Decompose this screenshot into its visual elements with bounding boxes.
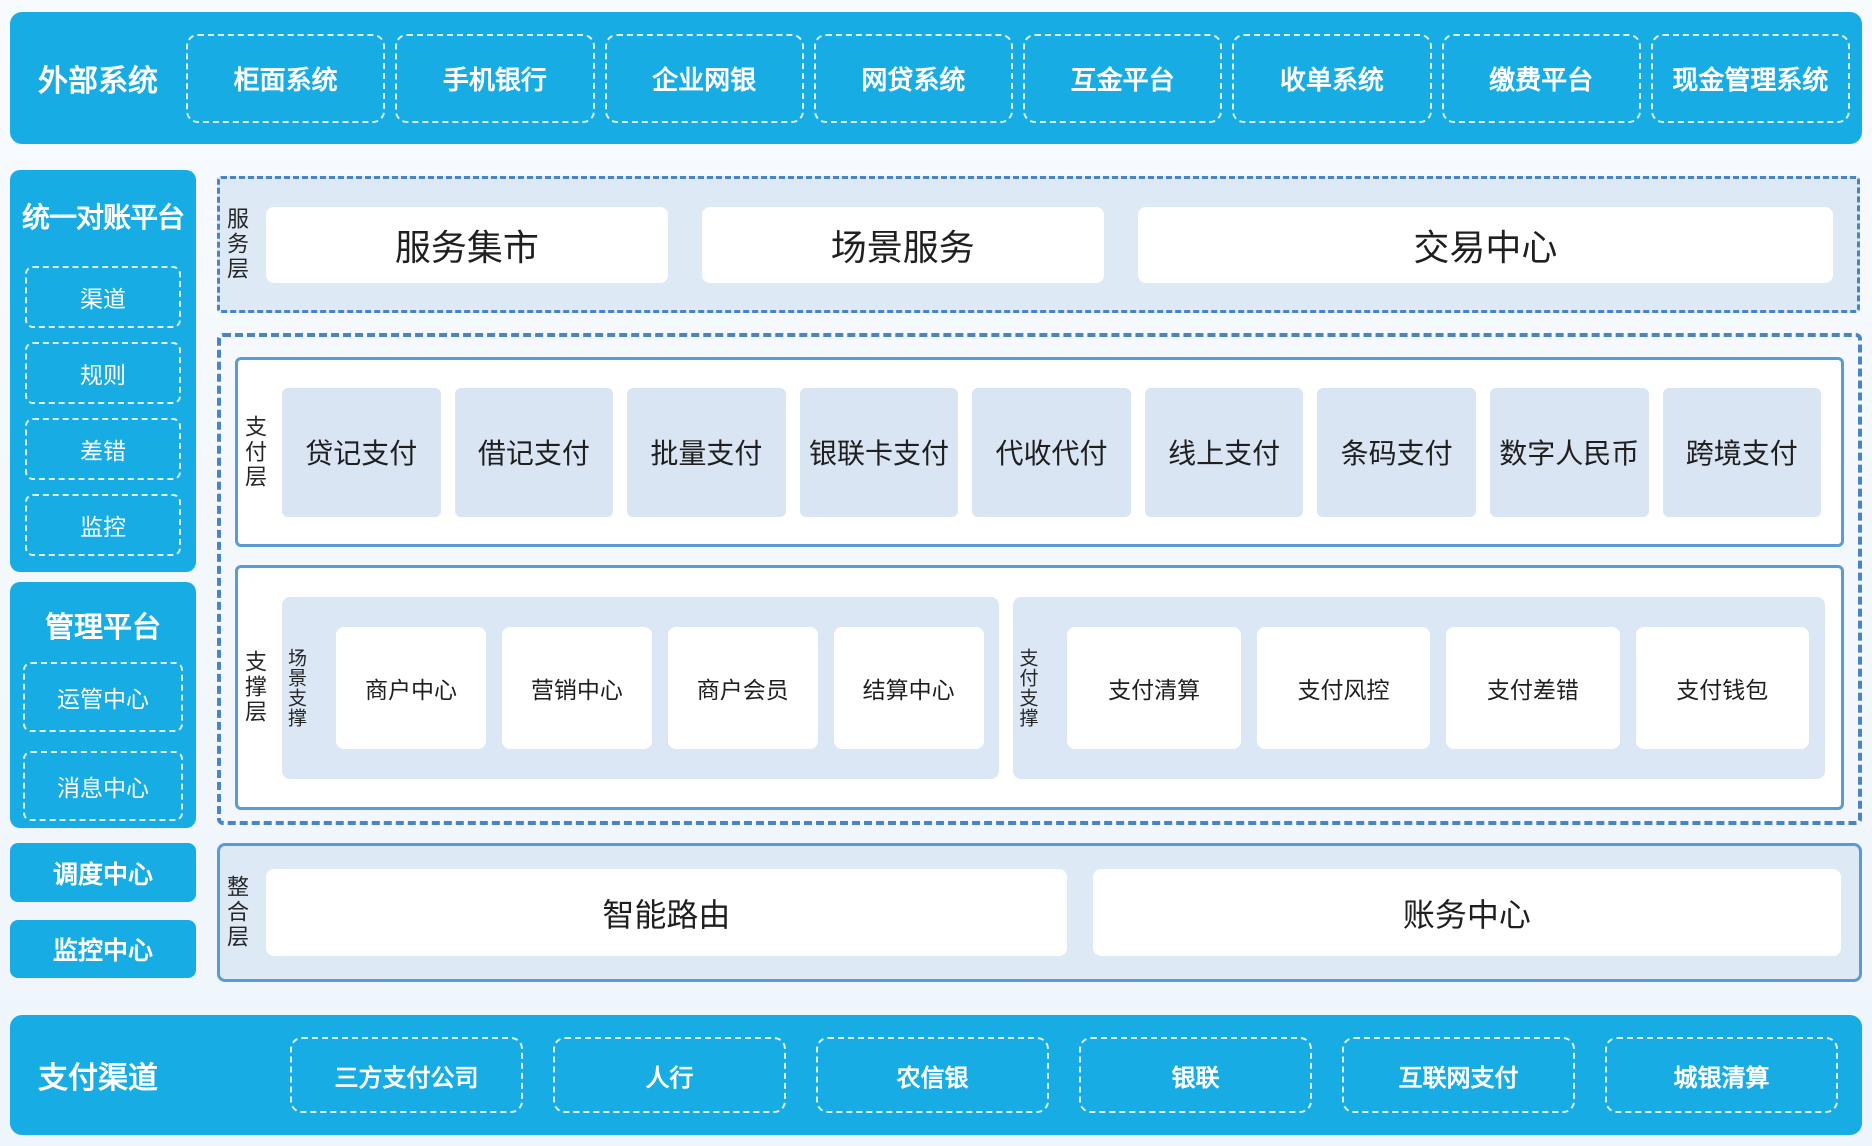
payment-support-group: 支付支撑 支付清算 支付风控 支付差错 支付钱包 [1013,596,1825,779]
payment-channels-title: 支付渠道 [38,1062,158,1095]
monitoring-center-block: 监控中心 [10,920,196,978]
service-layer-items: 服务集市 场景服务 交易中心 [266,206,1833,283]
service-layer: 服务层 服务集市 场景服务 交易中心 [217,176,1860,313]
main-layers-area: 服务层 服务集市 场景服务 交易中心 支付层 贷记支付 借记支付 批量支付 银联… [217,0,1862,1146]
payment-item-credit: 贷记支付 [282,387,441,517]
integration-item-accounting-center: 账务中心 [1092,869,1841,956]
payment-item-collection-agency: 代收代付 [972,387,1131,517]
service-item-transaction-center: 交易中心 [1137,206,1833,283]
payment-layer: 支付层 贷记支付 借记支付 批量支付 银联卡支付 代收代付 线上支付 条码支付 … [235,357,1844,547]
scenario-support-group: 场景支撑 商户中心 营销中心 商户会员 结算中心 [282,596,1000,779]
external-system-item-online-lending: 网贷系统 [813,33,1013,123]
support-item-payment-clearing: 支付清算 [1067,626,1241,749]
integration-layer: 整合层 智能路由 账务中心 [217,843,1862,982]
payment-layer-label: 支付层 [242,414,267,490]
channel-item-rural-credit-bank: 农信银 [816,1037,1049,1113]
service-layer-label: 服务层 [224,207,249,282]
channel-item-third-party-payment: 三方支付公司 [290,1037,523,1113]
support-item-payment-wallet: 支付钱包 [1635,626,1809,749]
payment-item-unionpay-card: 银联卡支付 [799,387,959,517]
external-system-item-acquiring: 收单系统 [1232,33,1432,123]
channel-item-unionpay: 银联 [1079,1037,1312,1113]
support-layer-label: 支撑层 [242,650,267,725]
sidebar: 统一对账平台 渠道 规则 差错 监控 管理平台 运管中心 消息中心 调度中心 监… [10,170,196,978]
support-item-merchant-membership: 商户会员 [667,626,818,749]
external-system-item-internet-finance: 互金平台 [1023,33,1223,123]
channel-item-city-bank-clearing: 城银清算 [1605,1037,1838,1113]
payment-support-label: 支付支撑 [1016,647,1038,728]
support-layer: 支撑层 场景支撑 商户中心 营销中心 商户会员 结算中心 支付支撑 [235,565,1844,810]
reconciliation-item-monitoring: 监控 [25,494,181,556]
support-item-payment-risk-control: 支付风控 [1256,626,1431,749]
payment-item-online: 线上支付 [1144,387,1304,517]
support-item-merchant-center: 商户中心 [336,626,486,749]
external-system-item-corporate-ebanking: 企业网银 [604,33,804,123]
service-item-service-market: 服务集市 [266,206,668,283]
external-system-item-counter: 柜面系统 [186,33,386,123]
dispatch-center-block: 调度中心 [10,843,196,902]
payment-item-barcode: 条码支付 [1317,387,1476,517]
management-item-message-center: 消息中心 [23,751,183,821]
reconciliation-platform-title: 统一对账平台 [21,202,185,233]
service-item-scenario-services: 场景服务 [701,206,1104,283]
channel-item-pboc: 人行 [553,1037,786,1113]
management-platform-block: 管理平台 运管中心 消息中心 [10,582,196,828]
external-systems-title: 外部系统 [38,65,158,98]
reconciliation-platform-block: 统一对账平台 渠道 规则 差错 监控 [10,170,196,572]
external-systems-items: 柜面系统 手机银行 企业网银 网贷系统 互金平台 收单系统 缴费平台 现金管理系… [186,12,1862,144]
payment-channels-items: 三方支付公司 人行 农信银 银联 互联网支付 城银清算 [186,1015,1862,1135]
reconciliation-item-channel: 渠道 [25,266,181,328]
support-item-payment-discrepancy: 支付差错 [1446,626,1620,749]
external-system-item-bill-payment: 缴费平台 [1441,33,1641,123]
support-item-settlement-center: 结算中心 [833,626,984,749]
payment-item-batch: 批量支付 [627,387,786,517]
payment-item-debit: 借记支付 [454,387,614,517]
reconciliation-item-discrepancy: 差错 [25,418,181,480]
channel-item-internet-payment: 互联网支付 [1342,1037,1575,1113]
reconciliation-item-rules: 规则 [25,342,181,404]
management-platform-title: 管理平台 [44,612,161,644]
integration-layer-label: 整合层 [224,875,249,950]
payment-item-digital-rmb: 数字人民币 [1489,387,1649,517]
external-system-item-cash-management: 现金管理系统 [1650,33,1850,123]
external-systems-bar: 外部系统 柜面系统 手机银行 企业网银 网贷系统 互金平台 收单系统 缴费平台 … [10,12,1862,144]
scenario-support-label: 场景支撑 [285,647,306,728]
management-item-operations-center: 运管中心 [23,662,183,732]
payment-support-container: 支付层 贷记支付 借记支付 批量支付 银联卡支付 代收代付 线上支付 条码支付 … [217,333,1862,825]
payment-channels-bar: 支付渠道 三方支付公司 人行 农信银 银联 互联网支付 城银清算 [10,1015,1862,1135]
scenario-support-items: 商户中心 营销中心 商户会员 结算中心 [336,626,984,749]
payment-item-cross-border: 跨境支付 [1662,387,1822,517]
integration-layer-items: 智能路由 账务中心 [266,869,1841,956]
payment-support-items: 支付清算 支付风控 支付差错 支付钱包 [1067,626,1809,749]
support-layer-groups: 场景支撑 商户中心 营销中心 商户会员 结算中心 支付支撑 支付清算 支付风控 [282,596,1825,779]
payment-layer-items: 贷记支付 借记支付 批量支付 银联卡支付 代收代付 线上支付 条码支付 数字人民… [282,387,1822,517]
integration-item-smart-routing: 智能路由 [266,869,1067,956]
support-item-marketing-center: 营销中心 [501,626,652,749]
external-system-item-mobile-banking: 手机银行 [395,33,595,123]
